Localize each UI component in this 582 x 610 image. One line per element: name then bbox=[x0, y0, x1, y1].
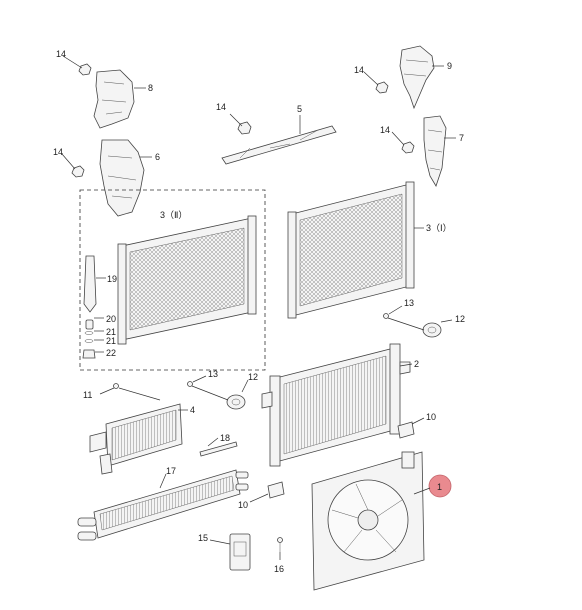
callout-14-c: 14 bbox=[216, 102, 226, 112]
part-19-drier bbox=[83, 255, 97, 313]
part-10-mount-b bbox=[267, 481, 285, 499]
callout-10-a: 10 bbox=[426, 412, 436, 422]
part-3-condenser-ii bbox=[117, 215, 257, 345]
nut-14-a bbox=[78, 63, 92, 76]
condenser-kit-box bbox=[79, 189, 266, 371]
part-16-screw bbox=[277, 537, 283, 552]
callout-7: 7 bbox=[459, 133, 464, 143]
part-13-screw-a bbox=[383, 313, 389, 319]
part-8-bracket bbox=[93, 69, 135, 129]
callout-3-i: 3（Ⅰ） bbox=[426, 223, 452, 233]
callout-21-b: 21 bbox=[106, 336, 116, 346]
part-9-bracket bbox=[399, 45, 435, 110]
part-7-bracket bbox=[423, 115, 447, 187]
callout-16: 16 bbox=[274, 564, 284, 574]
part-12-mount-b bbox=[226, 394, 246, 410]
callout-22: 22 bbox=[106, 348, 116, 358]
callout-18: 18 bbox=[220, 433, 230, 443]
callout-8: 8 bbox=[148, 83, 153, 93]
callout-13-a: 13 bbox=[404, 298, 414, 308]
callout-12-b: 12 bbox=[248, 372, 258, 382]
callout-4: 4 bbox=[190, 405, 195, 415]
callout-19: 19 bbox=[107, 274, 117, 284]
part-6-bracket bbox=[99, 139, 145, 217]
nut-14-d bbox=[375, 81, 389, 94]
nut-14-e bbox=[401, 141, 415, 154]
callout-10-b: 10 bbox=[238, 500, 248, 510]
callout-21-a: 21 bbox=[106, 327, 116, 337]
part-13-screw-b bbox=[187, 381, 193, 387]
part-4-oil-cooler bbox=[89, 403, 183, 475]
part-11-screw bbox=[113, 383, 119, 389]
part-17-intercooler bbox=[77, 469, 249, 541]
part-12-mount-a bbox=[422, 322, 442, 338]
callout-2: 2 bbox=[414, 359, 419, 369]
callout-12-a: 12 bbox=[455, 314, 465, 324]
callout-3-ii: 3（Ⅱ） bbox=[160, 210, 187, 220]
callout-5: 5 bbox=[297, 104, 302, 114]
callout-1: 1 bbox=[437, 482, 442, 492]
part-20-plug bbox=[85, 319, 94, 330]
part-2-radiator bbox=[261, 343, 411, 467]
callout-20: 20 bbox=[106, 314, 116, 324]
part-1-fan-shroud bbox=[311, 451, 425, 591]
part-5-seal bbox=[221, 125, 337, 165]
part-15-control-module bbox=[229, 533, 251, 571]
callout-17: 17 bbox=[166, 466, 176, 476]
callout-15: 15 bbox=[198, 533, 208, 543]
callout-11: 11 bbox=[83, 390, 92, 400]
callout-14-b: 14 bbox=[53, 147, 63, 157]
highlight-marker-1 bbox=[428, 474, 452, 498]
part-3-condenser-i bbox=[287, 181, 415, 319]
part-21-oring-b bbox=[84, 339, 94, 343]
callout-6: 6 bbox=[155, 152, 160, 162]
callout-14-d: 14 bbox=[354, 65, 364, 75]
callout-13-b: 13 bbox=[208, 369, 218, 379]
part-18-pin bbox=[199, 441, 238, 457]
part-21-oring-a bbox=[84, 331, 94, 335]
part-22-cap bbox=[82, 349, 96, 359]
part-10-mount-a bbox=[397, 421, 415, 439]
callout-9: 9 bbox=[447, 61, 452, 71]
callout-14-e: 14 bbox=[380, 125, 390, 135]
callout-14-a: 14 bbox=[56, 49, 66, 59]
